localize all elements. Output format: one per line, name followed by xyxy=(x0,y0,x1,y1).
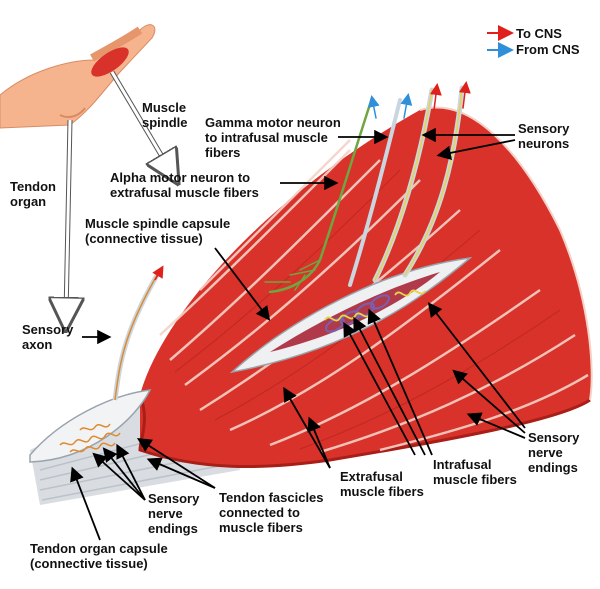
label-alpha-motor-neuron: Alpha motor neuron to extrafusal muscle … xyxy=(110,170,259,200)
legend-to-cns: To CNS xyxy=(516,26,562,41)
legend-from-cns: From CNS xyxy=(516,42,580,57)
label-tendon-organ: Tendon organ xyxy=(10,179,56,209)
label-muscle-spindle: Muscle spindle xyxy=(142,100,188,130)
spindle-capsule xyxy=(229,256,473,374)
label-intrafusal-muscle-fibers: Intrafusal muscle fibers xyxy=(433,457,517,487)
label-gamma-motor-neuron: Gamma motor neuron to intrafusal muscle … xyxy=(205,115,341,160)
label-tendon-organ-capsule: Tendon organ capsule (connective tissue) xyxy=(30,541,168,571)
legend: To CNS From CNS xyxy=(516,26,580,58)
label-tendon-fascicles: Tendon fascicles connected to muscle fib… xyxy=(219,490,324,535)
arm-figure xyxy=(0,24,156,129)
label-sensory-nerve-endings-left: Sensory nerve endings xyxy=(148,491,200,536)
label-muscle-spindle-capsule: Muscle spindle capsule (connective tissu… xyxy=(85,216,231,246)
label-sensory-neurons: Sensory neurons xyxy=(518,121,570,151)
label-sensory-nerve-endings-right: Sensory nerve endings xyxy=(528,430,580,475)
tendon-organ xyxy=(29,265,164,463)
label-extrafusal-muscle-fibers: Extrafusal muscle fibers xyxy=(340,469,424,499)
label-sensory-axon: Sensory axon xyxy=(22,322,74,352)
